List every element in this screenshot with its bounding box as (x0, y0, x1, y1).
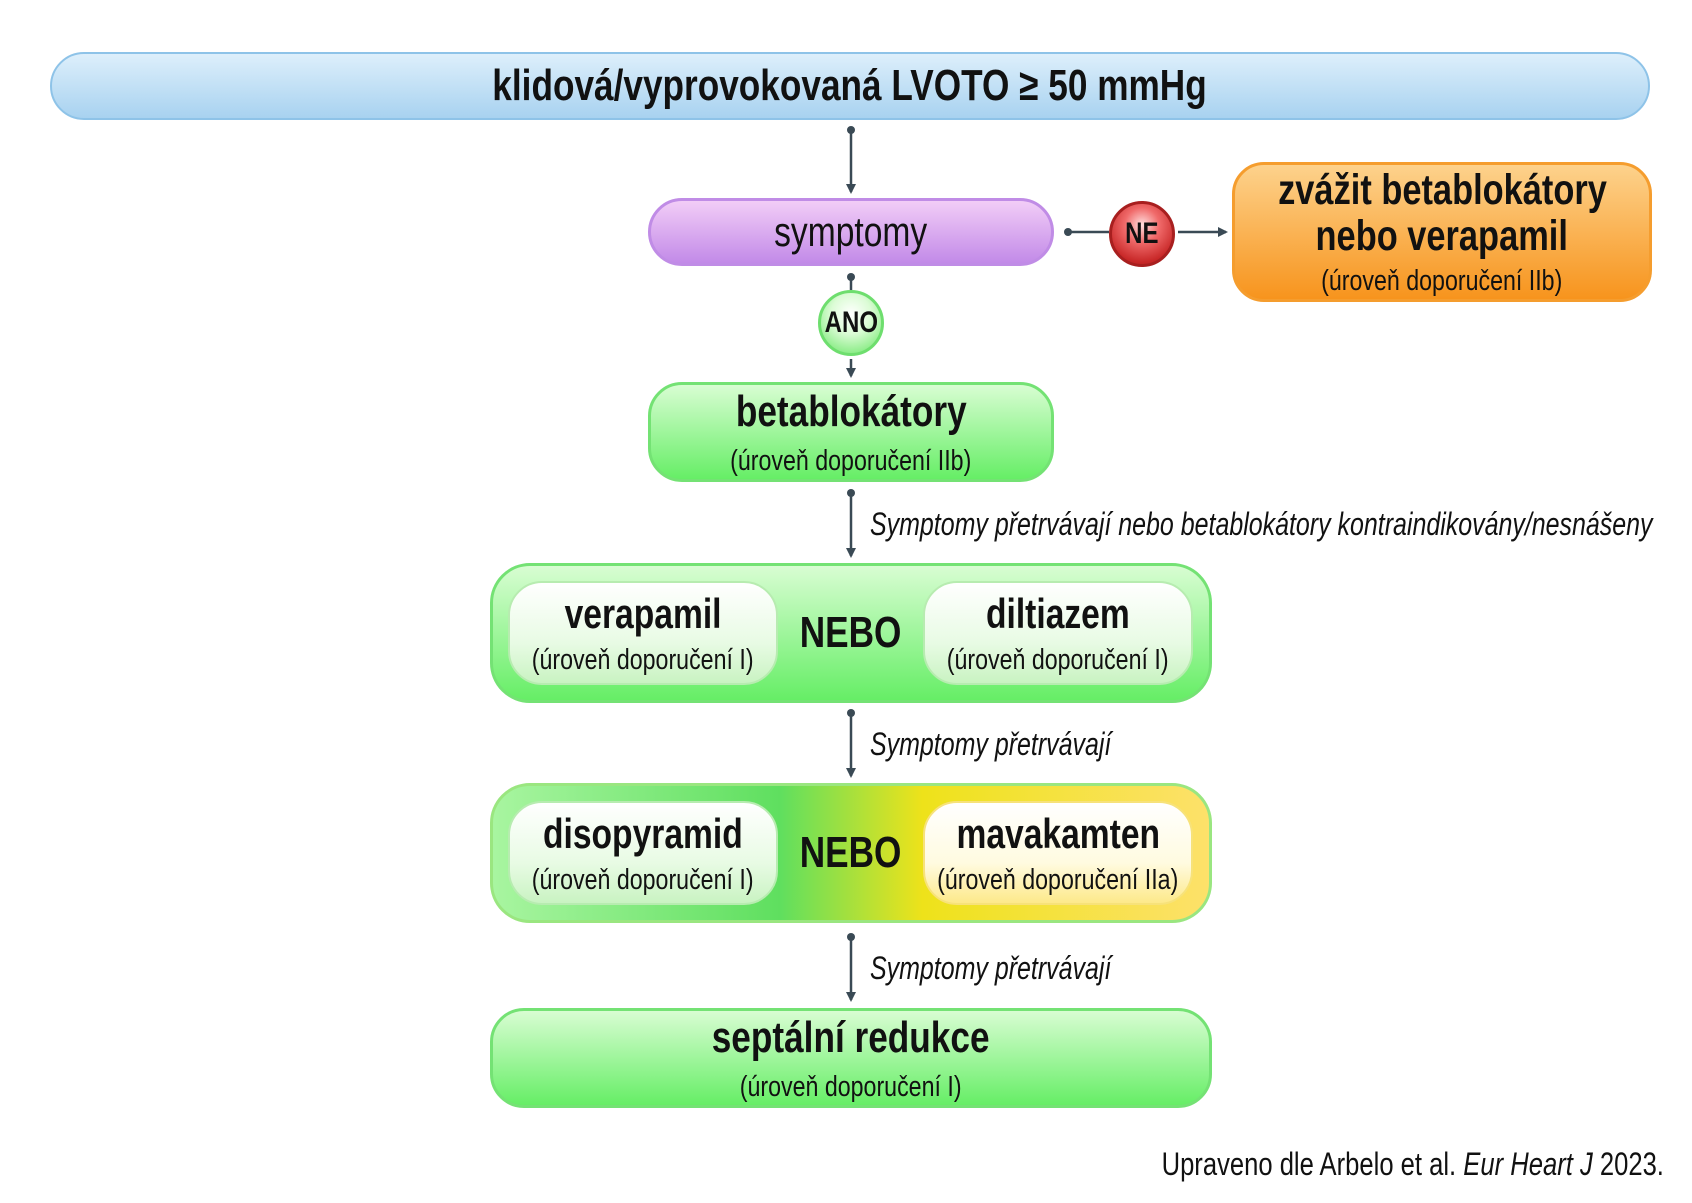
step2-container: verapamil (úroveň doporučení I) NEBO dil… (490, 563, 1212, 703)
disopyramid-label: disopyramid (543, 809, 743, 857)
mavacamten-label: mavakamten (956, 809, 1160, 857)
step3-container: disopyramid (úroveň doporučení I) NEBO m… (490, 783, 1212, 923)
diltiazem-level: (úroveň doporučení I) (947, 643, 1169, 676)
connector-step3-to-septal (846, 933, 856, 1002)
verapamil-box: verapamil (úroveň doporučení I) (508, 581, 778, 685)
disopyramid-level: (úroveň doporučení I) (532, 863, 754, 896)
beta-blockers-label: betablokátory (735, 386, 967, 436)
no-badge-label: NE (1125, 217, 1159, 250)
septal-reduction-box: septální redukce (úroveň doporučení I) (490, 1008, 1212, 1108)
consider-beta-or-verapamil-box: zvážit betablokátory nebo verapamil (úro… (1232, 162, 1652, 302)
disopyramid-box: disopyramid (úroveň doporučení I) (508, 801, 778, 905)
septal-reduction-label: septální redukce (712, 1012, 990, 1062)
diltiazem-label: diltiazem (986, 589, 1130, 637)
connector-beta-to-step2 (846, 489, 856, 558)
credit-journal: Eur Heart J (1463, 1146, 1593, 1182)
verapamil-level: (úroveň doporučení I) (532, 643, 754, 676)
yes-badge-label: ANO (824, 306, 878, 339)
beta-blockers-box: betablokátory (úroveň doporučení IIb) (648, 382, 1054, 482)
consider-line1: zvážit betablokátory (1277, 165, 1607, 214)
symptoms-box: symptomy (648, 198, 1054, 266)
connector-symptoms-to-ano (847, 273, 855, 290)
credit-prefix: Upraveno dle Arbelo et al. (1161, 1146, 1457, 1182)
lvoto-criterion-label: klidová/vyprovokovaná LVOTO ≥ 50 mmHg (492, 61, 1208, 110)
consider-level: (úroveň doporučení IIb) (1321, 264, 1563, 297)
verapamil-label: verapamil (564, 589, 722, 637)
no-badge: NE (1109, 201, 1175, 267)
symptoms-label: symptomy (774, 208, 928, 255)
beta-blockers-level: (úroveň doporučení IIb) (730, 444, 972, 477)
yes-badge: ANO (818, 290, 884, 356)
consider-line2: nebo verapamil (1315, 211, 1569, 260)
septal-reduction-level: (úroveň doporučení I) (740, 1070, 962, 1103)
connector-step2-to-step3 (846, 709, 856, 778)
step3-or: NEBO (778, 786, 923, 920)
mavacamten-box: mavakamten (úroveň doporučení IIa) (923, 801, 1193, 905)
diltiazem-box: diltiazem (úroveň doporučení I) (923, 581, 1193, 685)
condition-note-2: Symptomy přetrvávají (870, 726, 1112, 762)
step3-or-label: NEBO (799, 828, 902, 877)
condition-note-3: Symptomy přetrvávají (870, 950, 1112, 986)
step2-or: NEBO (778, 566, 923, 700)
connector-top-to-symptoms (846, 126, 856, 194)
step2-or-label: NEBO (799, 608, 902, 657)
lvoto-criterion-box: klidová/vyprovokovaná LVOTO ≥ 50 mmHg (50, 52, 1650, 120)
credit-year: 2023. (1599, 1146, 1664, 1182)
source-credit: Upraveno dle Arbelo et al. Eur Heart J 2… (1162, 1146, 1664, 1183)
connector-symptoms-to-ne (1064, 228, 1109, 236)
mavacamten-level: (úroveň doporučení IIa) (937, 863, 1179, 896)
condition-note-1: Symptomy přetrvávají nebo betablokátory … (870, 506, 1653, 542)
